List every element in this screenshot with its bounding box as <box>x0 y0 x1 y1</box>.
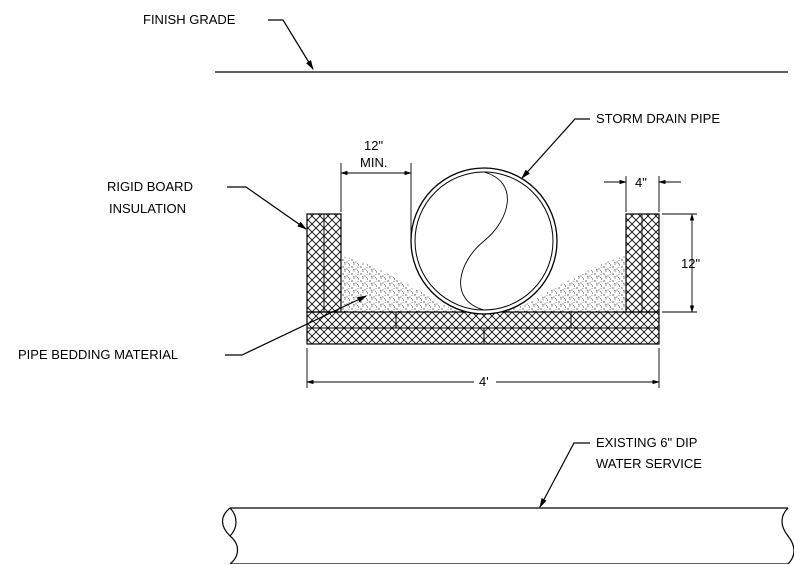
pipe-bedding-fill-right <box>498 256 626 312</box>
storm-drain-pipe-label: STORM DRAIN PIPE <box>596 111 720 126</box>
finish-grade-label: FINISH GRADE <box>143 12 236 27</box>
existing-water-label-line2: WATER SERVICE <box>596 456 702 471</box>
finish-grade-leader <box>268 19 314 70</box>
existing-water-label-line1: EXISTING 6" DIP <box>596 435 697 450</box>
min-clearance-value: 12" <box>364 138 383 153</box>
storm-drain-pipe-leader <box>521 118 590 179</box>
water-service-pipe-right-break <box>781 507 794 564</box>
board-thickness-label: 4" <box>635 175 647 190</box>
pipe-bedding-label: PIPE BEDDING MATERIAL <box>18 347 178 362</box>
pipe-bedding-fill <box>341 256 470 312</box>
pipe-break-line <box>460 171 508 311</box>
rigid-board-label-line2: INSULATION <box>109 201 186 216</box>
width-label: 4' <box>479 374 489 389</box>
min-clearance-note: MIN. <box>360 155 387 170</box>
water-service-pipe <box>230 507 788 564</box>
existing-water-leader <box>539 442 590 508</box>
water-service-pipe-left-break <box>221 507 239 564</box>
pipe-bedding-leader <box>225 295 367 356</box>
insulation-right-side <box>625 213 660 313</box>
side-height-label: 12" <box>681 256 700 271</box>
rigid-board-leader <box>227 186 307 230</box>
rigid-board-label-line1: RIGID BOARD <box>107 179 193 194</box>
